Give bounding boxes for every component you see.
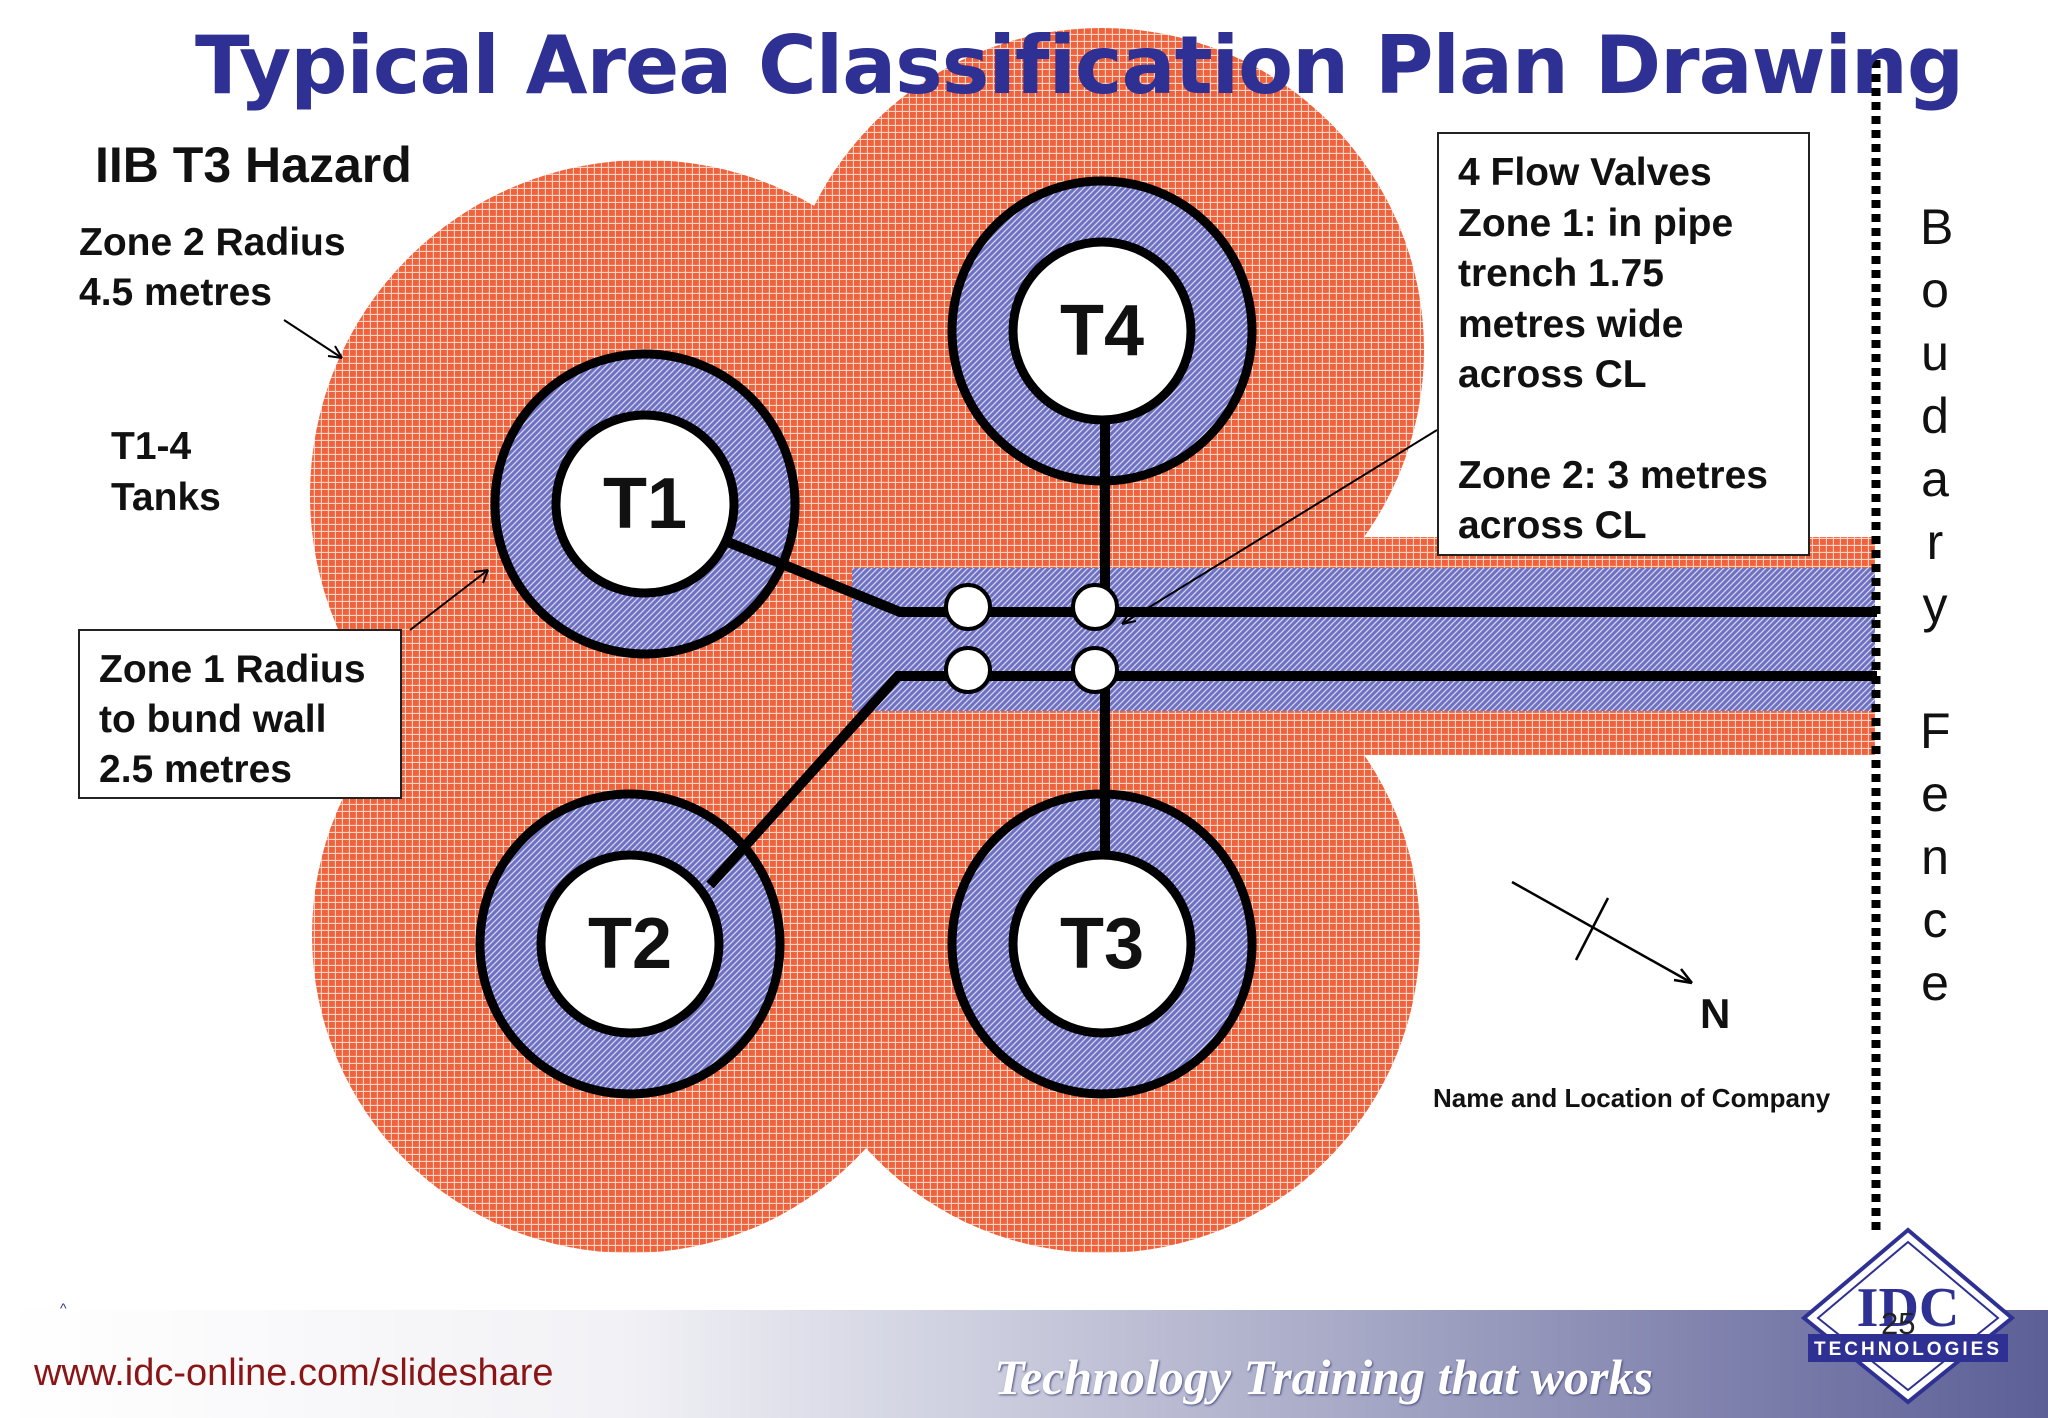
tank-t4-label: T4 xyxy=(1059,291,1145,371)
zone2-label-line: Zone 2 Radius xyxy=(79,221,346,264)
fence-letter: B xyxy=(1920,199,1954,255)
flow-valves-callout: 4 Flow Valves Zone 1: in pipe trench 1.7… xyxy=(1437,132,1810,556)
fence-letter: y xyxy=(1922,577,1948,633)
fence-letter: r xyxy=(1926,514,1944,570)
callout-line: 2.5 metres xyxy=(99,748,292,791)
callout-line: across CL xyxy=(1458,504,1647,547)
tanks-label: T1-4 Tanks xyxy=(111,421,221,523)
page-number: 25 xyxy=(1881,1306,1916,1341)
tank-t2-label: T2 xyxy=(587,904,673,984)
fence-letter: e xyxy=(1921,766,1949,822)
valve-2 xyxy=(1071,583,1119,631)
fence-letter: c xyxy=(1922,892,1948,948)
idc-logo: IDC TECHNOLOGIES xyxy=(1800,1227,2016,1405)
callout-line: Zone 1: in pipe xyxy=(1458,201,1734,245)
fence-letter: a xyxy=(1921,451,1949,507)
footer-tagline: Technology Training that works xyxy=(994,1349,1653,1405)
zone1-arrow xyxy=(409,569,489,631)
fence-letter: n xyxy=(1921,829,1949,885)
fence-letter: F xyxy=(1920,703,1951,759)
fence-letter: u xyxy=(1921,325,1949,381)
hazard-label: IIB T3 Hazard xyxy=(95,137,412,193)
tank-t1 xyxy=(551,410,739,598)
tanks-label-line: T1-4 xyxy=(111,425,192,468)
boundary-fence-label: B o u d a r y F e n c e xyxy=(1920,196,1954,1015)
zone2-arrow xyxy=(283,319,343,359)
north-label: N xyxy=(1700,990,1731,1037)
logo-text: IDC xyxy=(1857,1277,1960,1339)
tank-t3 xyxy=(1008,850,1196,1038)
tank-t1-label: T1 xyxy=(602,464,688,544)
tank-t2 xyxy=(536,850,724,1038)
callout-line: 4 Flow Valves xyxy=(1458,151,1712,194)
fence-letter: d xyxy=(1921,388,1949,444)
pipe-t2 xyxy=(706,671,1877,889)
callout-line: trench 1.75 xyxy=(1458,252,1664,295)
tank-t4 xyxy=(1008,237,1196,425)
leader-lines xyxy=(283,319,1438,631)
zone2-radius-label: Zone 2 Radius 4.5 metres xyxy=(79,218,346,318)
flow-valves xyxy=(944,583,1119,694)
valve-1 xyxy=(944,583,992,631)
fence-letter: e xyxy=(1921,955,1949,1011)
callout-line: Zone 1 Radius xyxy=(99,648,366,691)
zone1-radius-callout: Zone 1 Radius to bund wall 2.5 metres xyxy=(78,629,402,799)
north-arrow xyxy=(1511,880,1693,985)
valve-4 xyxy=(1071,646,1119,694)
tank-t3-label: T3 xyxy=(1059,904,1145,984)
callout-line: metres wide xyxy=(1458,302,1684,346)
tanks xyxy=(536,237,1196,1038)
callout-line: across CL xyxy=(1458,353,1647,396)
pipes xyxy=(706,410,1877,889)
valves-arrow xyxy=(1121,429,1438,625)
logo-subtext: TECHNOLOGIES xyxy=(1814,1339,2002,1360)
fence-letter: o xyxy=(1921,262,1949,318)
pipe-trench-zone1 xyxy=(852,568,1875,711)
callout-line: Zone 2: 3 metres xyxy=(1458,453,1768,497)
footer-bar xyxy=(0,1310,2048,1418)
pipe-t1 xyxy=(716,533,1877,617)
tanks-label-line: Tanks xyxy=(111,476,221,519)
valve-3 xyxy=(944,646,992,694)
footer-url-link[interactable]: www.idc-online.com/slideshare xyxy=(34,1352,554,1394)
page-title: Typical Area Classification Plan Drawing xyxy=(195,19,1964,112)
fence-letter xyxy=(1920,637,1950,700)
company-label: Name and Location of Company xyxy=(1433,1083,1831,1113)
zone2-label-line: 4.5 metres xyxy=(79,271,272,314)
callout-spacer xyxy=(1458,401,1808,451)
callout-line: to bund wall xyxy=(99,698,327,741)
footer-mark: ^ xyxy=(60,1300,67,1316)
